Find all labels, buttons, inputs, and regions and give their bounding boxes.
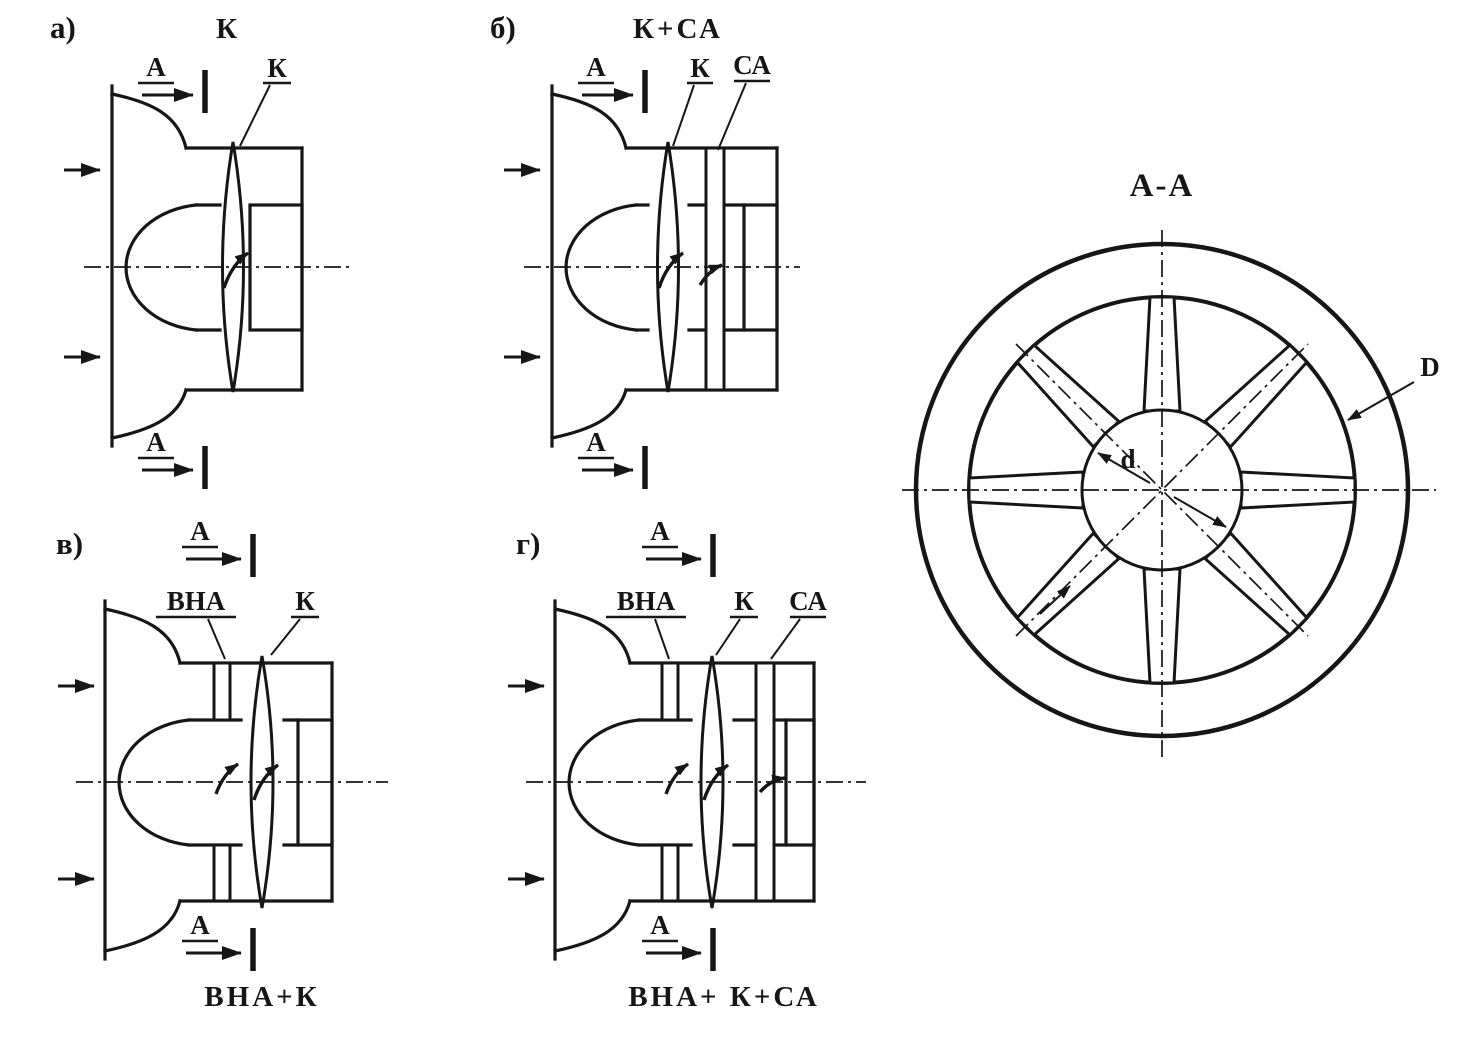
rotation-arrow	[702, 763, 730, 801]
section-marker-label: А	[586, 52, 606, 82]
section-marker-label: А	[586, 427, 606, 457]
panel-letter: б)	[490, 10, 516, 45]
panel-letter: в)	[56, 526, 83, 561]
bellmouth-curve-top	[553, 607, 632, 665]
bellmouth-curve-bottom	[110, 388, 188, 440]
igv-label: ВНА	[167, 586, 226, 616]
bellmouth-curve-top	[103, 607, 182, 665]
bellmouth-curve-bottom	[550, 388, 628, 440]
leader-line	[672, 84, 695, 147]
panel-letter: а)	[50, 10, 76, 45]
panel-v: в) А ВНА К А ВНА+К	[56, 516, 388, 1013]
panel-a: а) К А К А	[50, 10, 354, 489]
hub-rear-block	[784, 718, 816, 847]
hub-diameter-label: d	[1120, 444, 1135, 474]
leader-line	[239, 84, 271, 147]
scheme-title: К	[216, 13, 240, 45]
rotation-arrow	[698, 263, 723, 286]
hub-diameter-arrow	[1173, 496, 1227, 528]
section-title: А-А	[1130, 168, 1195, 204]
leader-line	[654, 618, 670, 660]
outer-diameter-label: D	[1420, 352, 1440, 382]
leader-line	[715, 618, 741, 656]
igv-blade-bottom	[212, 843, 232, 903]
igv-label: ВНА	[617, 586, 676, 616]
panel-b: б) К+СА А К СА А	[490, 10, 800, 489]
scheme-title: К+СА	[633, 13, 723, 45]
rotation-arrow	[214, 762, 239, 795]
section-marker-label: А	[190, 516, 210, 546]
rotor-label: К	[734, 586, 754, 616]
panel-g: г) А ВНА К СА	[508, 516, 866, 1013]
panel-letter: г)	[516, 526, 540, 561]
diagonal-centerline	[1015, 343, 1309, 637]
outer-diameter-leader	[1347, 381, 1415, 421]
leader-line	[270, 618, 301, 656]
igv-blade-top	[212, 661, 232, 722]
section-marker-label: А	[146, 52, 166, 82]
rotor-label: К	[295, 586, 315, 616]
bellmouth-curve-top	[110, 92, 188, 150]
igv-blade-top	[660, 661, 680, 722]
leader-line	[770, 618, 801, 660]
section-marker-label: А	[190, 910, 210, 940]
annotation-arrow	[1039, 585, 1071, 615]
bellmouth-curve-bottom	[553, 899, 632, 953]
rotation-arrow	[664, 762, 689, 795]
section-view: А-А d D	[902, 168, 1440, 758]
hub-diameter-arrow	[1097, 452, 1151, 484]
leader-line	[207, 618, 226, 660]
bellmouth-curve-top	[550, 92, 628, 150]
bellmouth-curve-bottom	[103, 899, 182, 953]
rotation-arrow	[657, 251, 685, 289]
section-marker-label: А	[650, 910, 670, 940]
stator-label: СА	[733, 50, 771, 80]
rotor-label: К	[267, 53, 287, 83]
section-marker-label: А	[146, 427, 166, 457]
leader-line	[717, 82, 747, 151]
section-marker-label: А	[650, 516, 670, 546]
scheme-title: ВНА+ К+СА	[628, 981, 820, 1013]
rotation-arrow	[252, 763, 280, 801]
scheme-title: ВНА+К	[204, 981, 319, 1013]
stator-label: СА	[789, 586, 827, 616]
rotor-label: К	[690, 53, 710, 83]
igv-blade-bottom	[660, 843, 680, 903]
